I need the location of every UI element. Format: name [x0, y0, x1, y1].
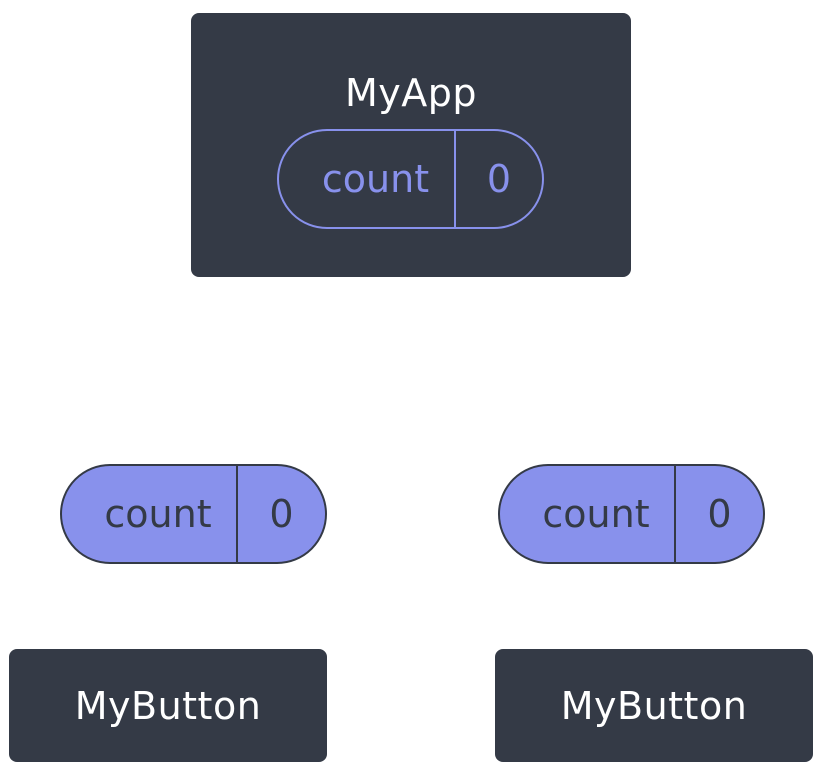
myapp-state-value: 0: [454, 131, 542, 227]
left-button-state-name: count: [104, 492, 212, 536]
right-mybutton-component-box: MyButton: [495, 649, 813, 762]
right-mybutton-label: MyButton: [560, 684, 748, 728]
left-button-state-value: 0: [236, 466, 325, 562]
left-mybutton-component-box: MyButton: [9, 649, 327, 762]
right-button-state-value: 0: [674, 466, 763, 562]
right-button-state-name: count: [542, 492, 650, 536]
myapp-state-name: count: [321, 157, 430, 201]
myapp-component-label: MyApp: [344, 71, 477, 115]
left-mybutton-label: MyButton: [74, 684, 262, 728]
myapp-state-pill: count 0: [277, 129, 544, 229]
myapp-component-box: MyApp count 0: [191, 13, 631, 277]
right-button-state-pill: count 0: [498, 464, 765, 564]
left-button-state-pill: count 0: [60, 464, 327, 564]
